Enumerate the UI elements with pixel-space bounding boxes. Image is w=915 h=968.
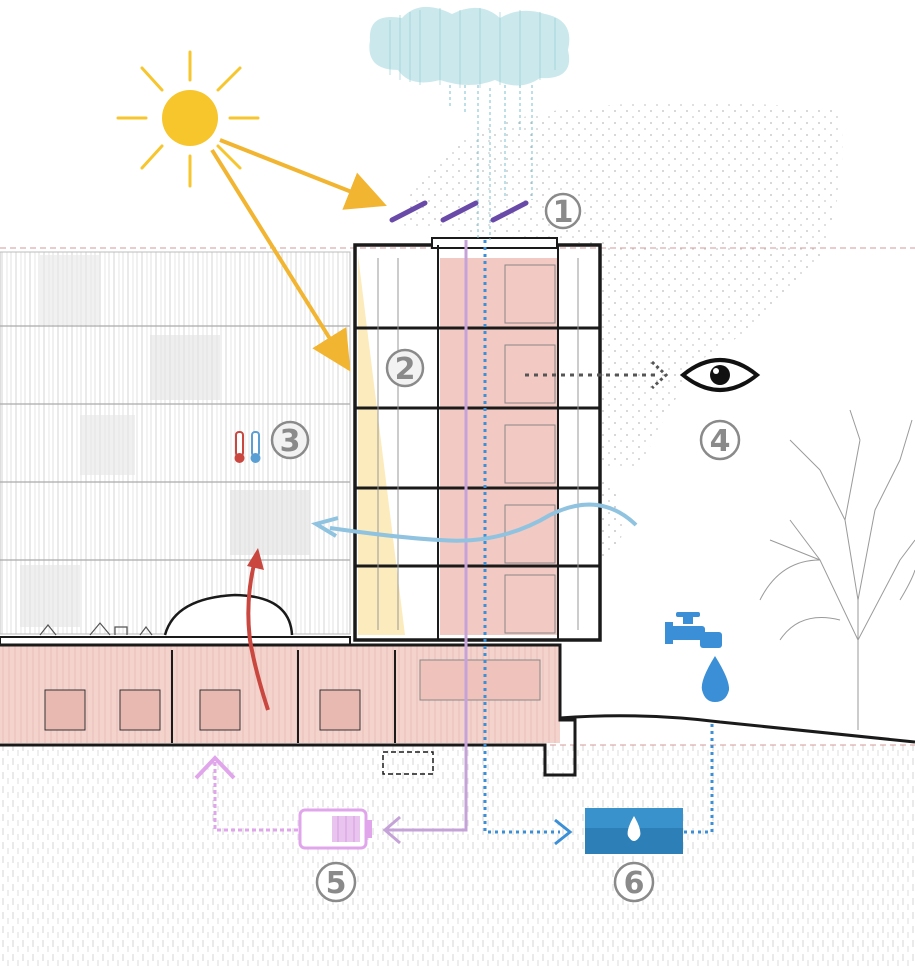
dotted-air-zone (400, 102, 843, 470)
marker-2: 2 (385, 348, 425, 388)
solar-panels (389, 200, 529, 223)
dotted-air-zone-lower (600, 470, 623, 560)
marker-4: 4 (699, 419, 741, 461)
marker-5: 5 (315, 861, 357, 903)
terrain-line (559, 714, 915, 744)
energy-flow (194, 240, 468, 845)
battery-icon (298, 808, 372, 850)
air-flow (329, 502, 638, 543)
marker-3: 3 (270, 420, 310, 460)
ground (0, 745, 915, 968)
view-line-arrowhead (650, 360, 669, 390)
heat-flow (246, 559, 270, 711)
air-flow-arrowhead (310, 516, 339, 538)
solar-ray-to-panels (219, 138, 387, 210)
thermometer-icon (234, 431, 261, 463)
basement-outline (0, 643, 577, 777)
marker-1: 1 (544, 192, 582, 230)
marker-5-label: 5 (326, 866, 347, 901)
existing-facade-block (0, 251, 351, 635)
number-markers: 1 2 3 4 5 6 (270, 192, 741, 903)
marker-4-label: 4 (710, 424, 731, 459)
cloud-icon (369, 6, 570, 88)
courtyard-skylight (163, 593, 294, 636)
ground-floor-spaces (0, 645, 560, 743)
marker-6: 6 (613, 861, 655, 903)
water-tank-icon (585, 808, 683, 854)
water-tap-icon (665, 612, 722, 648)
rain-lines (449, 85, 533, 240)
water-drop-icon (701, 656, 730, 702)
tower-block (353, 237, 602, 642)
marker-6-label: 6 (624, 866, 645, 901)
atrium-daylight (358, 255, 405, 635)
solar-ray-to-atrium (210, 148, 351, 372)
heat-flow-arrowhead (247, 548, 264, 570)
sun-icon (116, 50, 260, 188)
marker-3-label: 3 (280, 424, 301, 459)
marker-1-label: 1 (553, 195, 574, 230)
deck-furniture (39, 622, 153, 636)
eye-icon (679, 358, 761, 392)
foundation-dashed (382, 751, 434, 775)
tree-icon (759, 409, 915, 730)
marker-2-label: 2 (395, 352, 416, 387)
water-flow (483, 240, 714, 846)
